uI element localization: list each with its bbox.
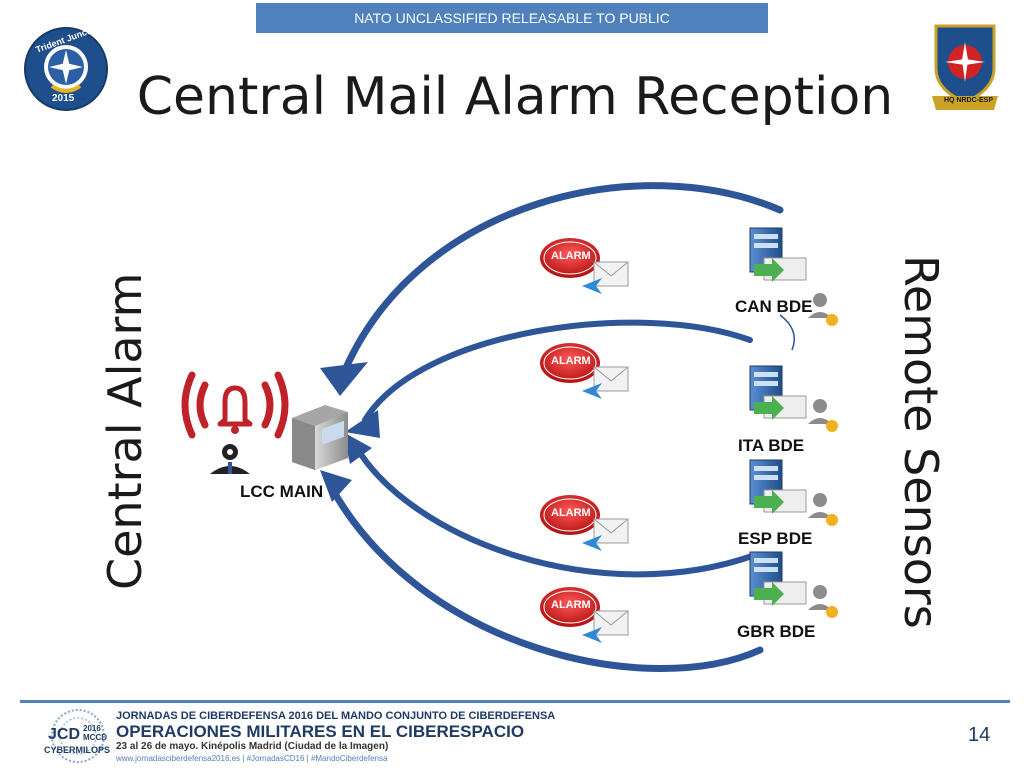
remote-node-label-can: CAN BDE <box>735 297 813 316</box>
hq-crest-logo <box>932 24 998 110</box>
trident-juncture-logo <box>24 27 108 111</box>
footer-links: www.jornadasciberdefensa2016.es | #Jorna… <box>116 754 388 763</box>
footer-event-title: OPERACIONES MILITARES EN EL CIBERESPACIO <box>116 722 525 741</box>
remote-sensor-icon <box>749 227 838 326</box>
logo-year: 2015 <box>52 93 75 104</box>
alarm-badge-text: ALARM <box>551 250 591 262</box>
arrow-ita <box>345 319 753 438</box>
arrow-can <box>320 182 784 396</box>
remote-sensor-icon <box>749 365 838 432</box>
alarm-badge <box>540 587 629 643</box>
alarm-badge-text: ALARM <box>551 599 591 611</box>
alarm-badge <box>540 343 629 399</box>
crest-label: HQ NRDC-ESP <box>944 97 994 104</box>
main-node-label: LCC MAIN <box>240 482 324 501</box>
jcd-logo-sub: MCCD <box>83 733 107 742</box>
jcd-logo-year: 2016 <box>83 724 101 733</box>
alarm-badge <box>540 495 629 551</box>
alarm-badge <box>540 238 629 294</box>
arrow-esp <box>343 432 758 578</box>
remote-sensor-icon <box>749 551 838 618</box>
alarm-badge-text: ALARM <box>551 355 591 367</box>
cybermilops-text: CYBERMILOPS <box>44 745 111 755</box>
classification-banner: NATO UNCLASSIFIED RELEASABLE TO PUBLIC <box>256 3 768 33</box>
remote-node-label-gbr: GBR BDE <box>737 622 816 641</box>
alarm-bell-icon <box>181 371 289 439</box>
footer-event-date: 23 al 26 de mayo. Kinépolis Madrid (Ciud… <box>116 741 389 752</box>
operator-icon <box>210 444 250 474</box>
remote-node-label-ita: ITA BDE <box>738 436 805 455</box>
remote-node-label-esp: ESP BDE <box>738 529 813 548</box>
jcd-logo-text: JCD <box>48 726 81 743</box>
page-title: Central Mail Alarm Reception <box>136 67 894 127</box>
remote-sensor-icon <box>749 459 838 526</box>
footer-divider <box>20 700 1010 703</box>
remote-sensors-label: Remote Sensors <box>894 255 948 629</box>
main-server-icon <box>292 405 348 470</box>
alarm-badge-text: ALARM <box>551 507 591 519</box>
jcd-globe-logo <box>51 709 105 763</box>
footer-event-line: JORNADAS DE CIBERDEFENSA 2016 DEL MANDO … <box>116 710 556 722</box>
page-number: 14 <box>968 724 991 746</box>
central-alarm-label: Central Alarm <box>98 272 152 590</box>
arrow-gbr <box>320 470 764 673</box>
